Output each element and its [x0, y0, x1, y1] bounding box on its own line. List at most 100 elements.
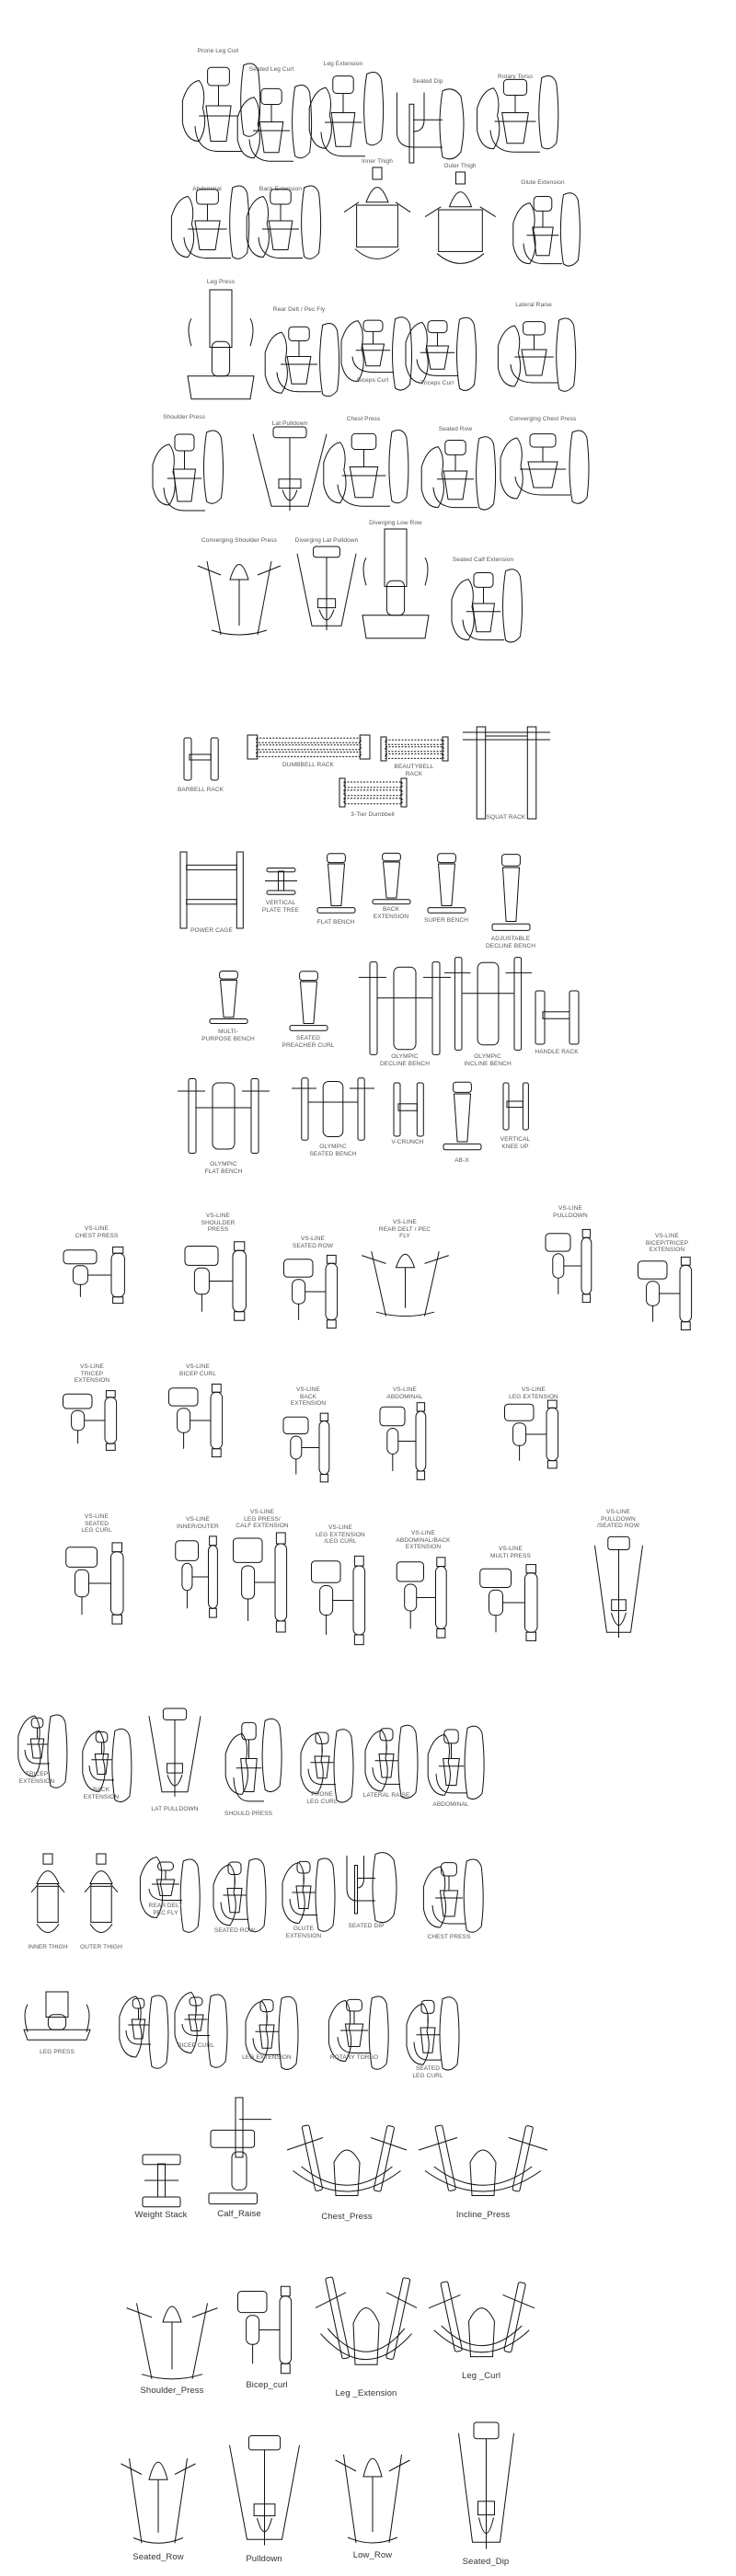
equipment-drawing-icon: [311, 1555, 366, 1646]
equipment-label: Prone Leg Curl: [197, 48, 239, 54]
equipment-drawing: [244, 425, 336, 515]
equipment-drawing: [426, 851, 467, 915]
equipment-drawing: [495, 313, 576, 392]
equipment-label: INNER THIGH: [28, 1944, 68, 1950]
equipment-label: VS-LINE BICEP CURL: [179, 1363, 216, 1377]
equipment-drawing-icon: [393, 1082, 424, 1137]
equipment-drawing-icon: [593, 1535, 643, 1639]
equipment-drawing: [288, 969, 329, 1033]
equipment-drawing-icon: [30, 1853, 65, 1934]
equipment-label: Rear Delt / Pec Fly: [272, 306, 326, 313]
equipment-drawing: [543, 1225, 598, 1306]
equipment-drawing-icon: [282, 1412, 330, 1483]
equipment-drawing-icon: [335, 2454, 410, 2544]
equipment-label: OLYMPIC FLAT BENCH: [204, 1161, 243, 1175]
equipment-label: 3-Tier Dumbbell: [351, 811, 395, 818]
equipment-drawing-icon: [443, 1081, 481, 1151]
equipment-drawing-icon: [427, 853, 466, 914]
equipment-drawing: [442, 1079, 483, 1153]
equipment-drawing-icon: [443, 957, 532, 1051]
equipment-drawing: [181, 1237, 255, 1325]
equipment-label: Converging Chest Press: [509, 416, 577, 422]
equipment-drawing-icon: [81, 1728, 132, 1803]
equipment-drawing-icon: [17, 1714, 67, 1788]
equipment-label: Leg Press: [206, 279, 236, 285]
equipment-drawing-icon: [178, 1078, 270, 1154]
equipment-drawing: [534, 989, 580, 1046]
equipment-drawing-icon: [23, 1991, 91, 2041]
equipment-label: VS-LINE BICEP/TRICEP EXTENSION: [645, 1233, 689, 1253]
equipment-drawing: [212, 1854, 267, 1933]
equipment-drawing: [462, 726, 550, 820]
equipment-drawing: [60, 1244, 133, 1306]
equipment-drawing: [20, 1991, 94, 2042]
equipment-drawing: [501, 1081, 529, 1132]
equipment-drawing: [449, 563, 523, 644]
equipment-label: BARBELL RACK: [177, 787, 224, 793]
equipment-drawing-icon: [418, 2124, 548, 2196]
equipment-drawing: [315, 2276, 418, 2380]
equipment-drawing: [320, 423, 408, 511]
equipment-drawing: [150, 423, 224, 515]
equipment-label: VERTICAL PLATE TREE: [261, 900, 300, 914]
equipment-label: LATERAL RAISE: [362, 1792, 410, 1799]
equipment-drawing: [635, 1253, 699, 1334]
equipment-drawing-icon: [148, 1708, 201, 1797]
equipment-drawing-icon: [343, 167, 411, 259]
equipment-drawing-icon: [63, 1246, 125, 1305]
equipment-drawing: [224, 1711, 282, 1806]
equipment-drawing: [118, 1992, 168, 2069]
equipment-drawing-icon: [380, 736, 448, 762]
equipment-drawing: [299, 1725, 354, 1803]
equipment-label: Shoulder Press: [163, 414, 205, 420]
equipment-label: Leg Extension: [323, 61, 363, 67]
equipment-drawing-icon: [396, 88, 465, 164]
equipment-drawing: [511, 187, 581, 268]
equipment-drawing-icon: [237, 2285, 293, 2375]
equipment-drawing: [392, 1081, 424, 1138]
equipment-label: VS-LINE BACK EXTENSION: [290, 1386, 327, 1407]
equipment-label: Calf_Raise: [217, 2209, 261, 2219]
equipment-drawing-icon: [292, 1077, 374, 1141]
equipment-drawing-icon: [209, 970, 247, 1025]
equipment-drawing-icon: [252, 426, 328, 512]
equipment-drawing: [182, 736, 219, 782]
equipment-drawing-icon: [322, 430, 408, 507]
equipment-drawing: [290, 545, 363, 635]
equipment-drawing-icon: [359, 961, 451, 1055]
equipment-drawing-icon: [340, 316, 412, 391]
equipment-label: VS-LINE INNER/OUTER: [177, 1516, 219, 1530]
equipment-label: BEAUTYBELL RACK: [394, 764, 434, 777]
equipment-drawing-icon: [362, 528, 430, 639]
equipment-label: LAT PULLDOWN: [151, 1806, 199, 1812]
equipment-drawing: [143, 1707, 207, 1801]
equipment-label: Incline_Press: [455, 2210, 511, 2220]
equipment-drawing-icon: [139, 1856, 201, 1933]
equipment-label: OLYMPIC SEATED BENCH: [309, 1144, 357, 1157]
equipment-drawing-icon: [84, 1853, 119, 1934]
equipment-drawing-icon: [126, 2303, 218, 2380]
equipment-label: POWER CAGE: [190, 927, 233, 934]
equipment-drawing-icon: [142, 2154, 180, 2208]
equipment-drawing: [166, 1380, 230, 1461]
equipment-drawing-icon: [63, 1390, 118, 1451]
equipment-label: Lateral Raise: [515, 302, 552, 308]
equipment-drawing: [452, 2420, 521, 2556]
equipment-drawing: [207, 2097, 271, 2206]
equipment-drawing: [380, 736, 449, 762]
equipment-label: VS-LINE ABDOMINAL: [386, 1386, 423, 1400]
equipment-drawing-icon: [512, 192, 581, 267]
equipment-label: Seated_Dip: [462, 2557, 510, 2567]
equipment-drawing: [477, 1560, 546, 1645]
equipment-drawing: [141, 2153, 182, 2208]
equipment-drawing: [81, 1725, 132, 1803]
equipment-drawing: [230, 1527, 294, 1638]
equipment-drawing: [357, 1239, 454, 1320]
equipment-drawing: [426, 1720, 485, 1800]
equipment-drawing: [193, 547, 285, 639]
equipment-drawing: [394, 1553, 454, 1642]
equipment-drawing-icon: [478, 1564, 537, 1641]
equipment-drawing-icon: [208, 2097, 271, 2205]
equipment-drawing-icon: [379, 1402, 427, 1480]
